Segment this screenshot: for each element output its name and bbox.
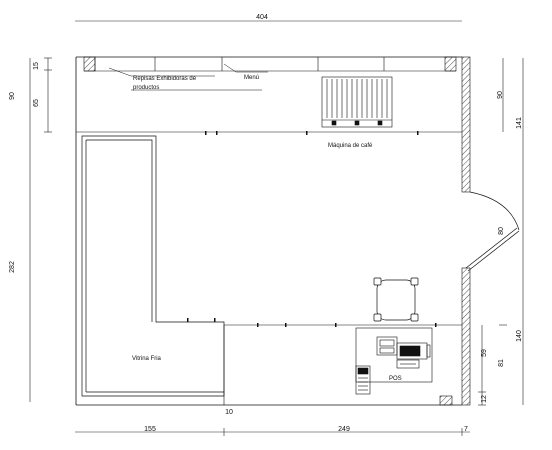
wall-right-top-hatch	[444, 56, 457, 72]
display-shelves	[76, 57, 462, 133]
dim-left-65: 65	[33, 99, 40, 107]
wall-right-lower	[461, 267, 471, 406]
dim-bottom-10: 10	[225, 409, 233, 416]
label-shelves-line2: productos	[133, 85, 159, 91]
dim-right-140: 140	[516, 330, 523, 342]
dim-bottom-249: 249	[338, 426, 350, 433]
cold-display	[81, 135, 225, 397]
dim-left-15: 15	[33, 62, 40, 70]
dim-right-141: 141	[516, 117, 523, 129]
lower-counter	[223, 324, 462, 405]
dim-right-90: 90	[497, 91, 504, 99]
label-pos: POS	[389, 376, 402, 382]
label-cold-display: Vitrina Fria	[132, 356, 162, 362]
wall-bottom-right-hatch	[439, 395, 453, 406]
counter-marks	[205, 131, 419, 135]
leader-lines	[108, 63, 268, 91]
door	[465, 191, 520, 272]
dim-right-81: 81	[498, 359, 505, 367]
lower-counter-marks	[257, 323, 437, 327]
chair	[373, 277, 419, 322]
coffee-machine	[321, 76, 393, 128]
dimension-lines	[29, 20, 524, 436]
dim-right-80: 80	[498, 227, 505, 235]
dim-bottom-7: 7	[464, 426, 468, 433]
walls	[75, 56, 462, 406]
label-menu: Menú	[244, 75, 259, 81]
display-marks	[187, 318, 216, 322]
card-terminal	[355, 365, 371, 395]
wall-left-top-hatch	[83, 56, 96, 72]
wall-right-upper	[461, 56, 471, 193]
dim-left-282: 282	[9, 261, 16, 273]
label-shelves: Repisas Exhibidoras de	[133, 76, 197, 82]
pos-station	[355, 327, 433, 383]
dim-bottom-155: 155	[144, 426, 156, 433]
dim-left-90: 90	[9, 92, 16, 100]
dim-right-12: 12	[481, 395, 488, 403]
dim-right-59: 59	[481, 349, 488, 357]
label-coffee-machine: Máquina de café	[328, 143, 373, 149]
dim-top-width: 404	[256, 14, 268, 21]
